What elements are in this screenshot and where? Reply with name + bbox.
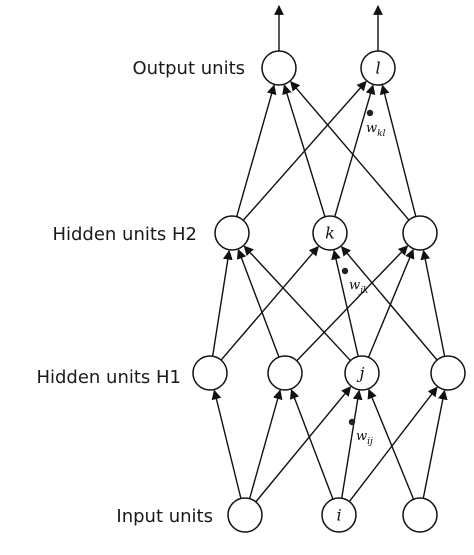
edge-hidden1-2-to-hidden2-0 [243, 245, 351, 362]
output-unit-0 [261, 50, 297, 86]
input-units-label: Input units [116, 506, 213, 527]
hidden2-unit-2 [402, 215, 438, 251]
weight-dot-1 [341, 267, 349, 275]
hidden-units-h1-label: Hidden units H1 [36, 367, 181, 388]
edge-input-0-to-hidden1-0 [211, 389, 242, 499]
edge-hidden1-0-to-hidden2-0 [211, 249, 233, 357]
hidden1-unit-circle-0 [192, 355, 228, 391]
hidden2-unit-circle-0 [214, 215, 250, 251]
edge-hidden1-1-to-hidden2-2 [296, 245, 409, 362]
hidden1-unit-circle-2 [344, 355, 380, 391]
connections [211, 5, 448, 503]
edge-hidden2-2-to-output-1 [379, 84, 417, 217]
hidden1-unit-0 [192, 355, 228, 391]
edge-input-2-to-hidden1-2 [367, 388, 415, 500]
weight-symbol-jk: w [349, 278, 360, 293]
units: l k j i [192, 50, 466, 533]
output-unit-circle-0 [261, 50, 297, 86]
input-unit-0 [227, 497, 263, 533]
weight-label-jk: wjk [349, 278, 368, 296]
weight-subscript-ij: ij [367, 437, 373, 447]
input-unit-circle-2 [402, 497, 438, 533]
edge-input-1-to-hidden1-3 [348, 386, 438, 502]
weight-dot-0 [366, 109, 374, 117]
weight-subscript-jk: jk [358, 286, 368, 296]
edge-hidden1-2-to-hidden2-1 [331, 249, 359, 357]
input-unit-letter-1: i [336, 506, 341, 525]
weight-label-kl: wkl [366, 121, 386, 139]
hidden1-unit-2: j [344, 355, 380, 391]
weight-symbol-ij: w [356, 429, 367, 444]
edge-input-1-to-hidden1-2 [341, 389, 363, 499]
input-unit-2 [402, 497, 438, 533]
output-unit-circle-1 [360, 50, 396, 86]
edge-hidden1-0-to-hidden2-1 [220, 245, 319, 361]
hidden2-unit-1: k [312, 215, 348, 251]
edge-hidden2-1-to-output-1 [334, 84, 376, 217]
edge-hidden2-2-to-output-0 [290, 80, 410, 221]
weight-symbol-kl: w [366, 121, 377, 136]
output-units-label: Output units [133, 58, 246, 79]
hidden1-unit-3 [430, 355, 466, 391]
edge-hidden1-3-to-hidden2-2 [420, 249, 446, 357]
input-unit-circle-1 [321, 497, 357, 533]
edge-input-0-to-hidden1-1 [248, 389, 283, 499]
edge-hidden1-3-to-hidden2-1 [340, 246, 438, 361]
edge-hidden2-0-to-output-0 [235, 84, 277, 217]
output-unit-letter-1: l [375, 59, 380, 78]
weight-dot-2 [348, 418, 356, 426]
hidden1-unit-circle-1 [267, 355, 303, 391]
hidden1-unit-1 [267, 355, 303, 391]
hidden2-unit-letter-1: k [325, 224, 335, 243]
weight-label-ij: wij [356, 429, 373, 447]
edge-input-1-to-hidden1-1 [289, 388, 334, 500]
hidden2-unit-circle-2 [402, 215, 438, 251]
hidden2-unit-0 [214, 215, 250, 251]
input-unit-1: i [321, 497, 357, 533]
edge-hidden1-2-to-hidden2-2 [367, 248, 415, 358]
output-unit-1: l [360, 50, 396, 86]
edge-hidden1-1-to-hidden2-0 [236, 248, 280, 358]
input-unit-circle-0 [227, 497, 263, 533]
hidden1-unit-circle-3 [430, 355, 466, 391]
edge-input-2-to-hidden1-3 [422, 389, 448, 499]
hidden-units-h2-label: Hidden units H2 [52, 224, 197, 245]
hidden1-unit-letter-2: j [357, 364, 365, 383]
hidden2-unit-circle-1 [312, 215, 348, 251]
edge-input-0-to-hidden1-2 [255, 386, 352, 503]
edge-hidden2-1-to-output-0 [282, 84, 326, 217]
weight-subscript-kl: kl [377, 129, 385, 139]
